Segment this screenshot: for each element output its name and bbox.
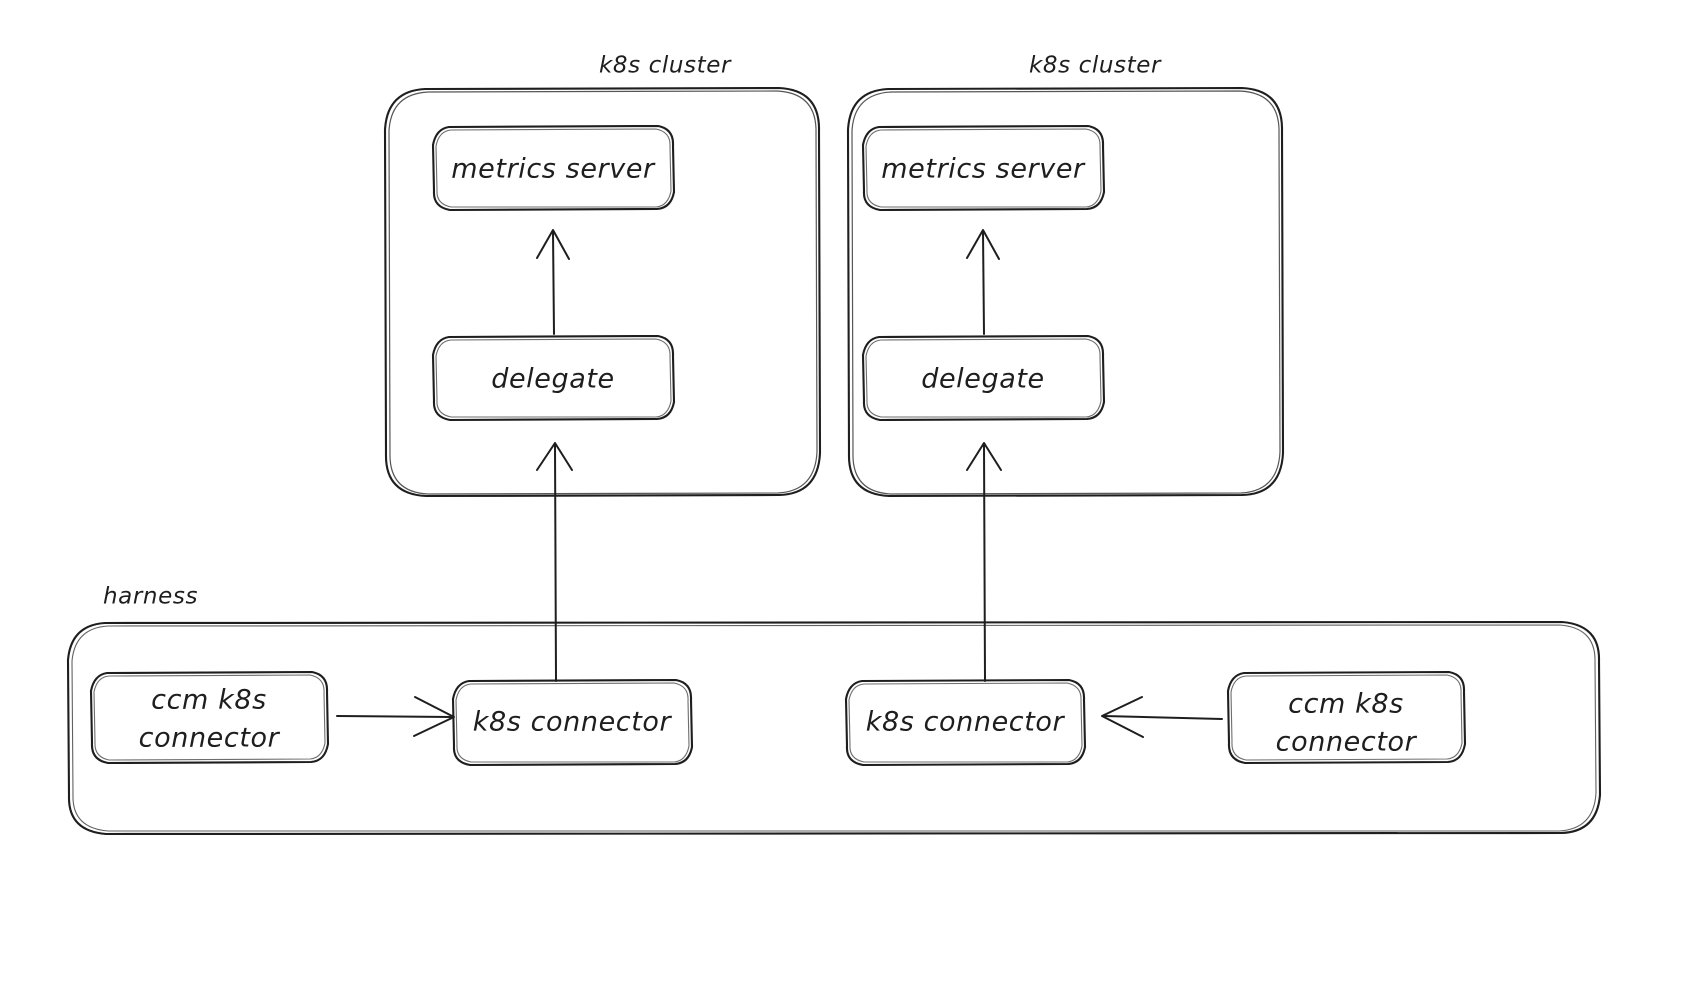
harness-label: harness	[103, 584, 198, 610]
edge-connector-to-delegate-left	[536, 442, 573, 682]
node-outline	[431, 334, 676, 422]
node-outline	[861, 334, 1106, 422]
node-outline	[451, 678, 694, 767]
edge-arrowhead	[966, 442, 1002, 471]
group-cluster-right: k8s cluster	[846, 53, 1285, 498]
harness-outline-second-pass	[71, 624, 1597, 832]
node-label: metrics server	[881, 154, 1086, 185]
node-outline-second-pass	[865, 128, 1102, 208]
cluster-right-outline	[846, 86, 1285, 498]
node-label: delegate	[921, 364, 1045, 395]
node-label: k8s connector	[866, 707, 1066, 738]
node-k8s-connector-right[interactable]: k8s connector	[844, 678, 1087, 767]
edge-delegate-to-metrics-right	[966, 229, 1000, 335]
edge-line	[1103, 715, 1223, 720]
cluster-left-outline	[383, 86, 822, 498]
node-label: delegate	[491, 364, 615, 395]
edge-delegate-to-metrics-left	[536, 229, 570, 335]
node-ccm-k8s-connector-left[interactable]: ccm k8s connector	[89, 670, 330, 765]
edge-connector-to-delegate-right	[966, 442, 1002, 682]
node-outline-second-pass	[865, 338, 1102, 418]
node-outline	[844, 678, 1087, 767]
node-metrics-server-right[interactable]: metrics server	[861, 124, 1106, 212]
node-outline-second-pass	[1230, 674, 1463, 761]
cluster-left-outline-second-pass	[388, 90, 818, 495]
harness-outline	[66, 620, 1602, 836]
node-outline	[861, 124, 1106, 212]
node-outline-second-pass	[435, 338, 672, 418]
node-ccm-k8s-connector-right[interactable]: ccm k8s connector	[1226, 670, 1467, 765]
edge-ccm-to-connector-right	[1101, 696, 1223, 738]
node-outline	[1226, 670, 1467, 765]
edge-arrowhead	[1101, 696, 1144, 738]
node-label: metrics server	[451, 154, 656, 185]
edge-line	[552, 231, 555, 335]
node-label-line2: connector	[139, 723, 281, 754]
node-delegate-left[interactable]: delegate	[431, 334, 676, 422]
edge-line	[336, 715, 453, 718]
edge-ccm-to-connector-left	[336, 696, 455, 737]
node-label-line1: ccm k8s	[1288, 689, 1404, 720]
cluster-right-outline-second-pass	[851, 90, 1281, 495]
cluster-left-label: k8s cluster	[599, 53, 732, 79]
edge-line	[554, 444, 557, 682]
node-outline	[89, 670, 330, 765]
node-outline-second-pass	[848, 682, 1083, 763]
node-delegate-right[interactable]: delegate	[861, 334, 1106, 422]
edge-line	[982, 231, 985, 335]
node-label: k8s connector	[473, 707, 673, 738]
node-label-line1: ccm k8s	[151, 685, 267, 716]
node-outline-second-pass	[93, 674, 326, 761]
node-metrics-server-left[interactable]: metrics server	[431, 124, 676, 212]
edge-arrowhead	[536, 442, 573, 471]
node-k8s-connector-left[interactable]: k8s connector	[451, 678, 694, 767]
edge-arrowhead	[966, 229, 1000, 260]
cluster-right-label: k8s cluster	[1029, 53, 1162, 79]
edge-arrowhead	[536, 229, 570, 260]
node-label-line2: connector	[1276, 727, 1418, 758]
group-harness: harness	[66, 584, 1602, 836]
node-outline-second-pass	[455, 682, 690, 763]
node-outline	[431, 124, 676, 212]
node-outline-second-pass	[435, 128, 672, 208]
edge-line	[983, 444, 986, 682]
group-cluster-left: k8s cluster	[383, 53, 822, 498]
